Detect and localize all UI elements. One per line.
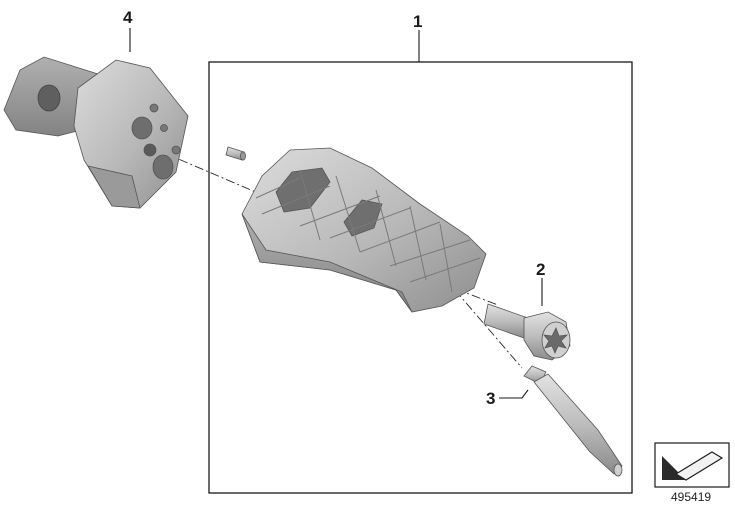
dowel-pin-part [225, 146, 246, 161]
callout-3: 3 [486, 389, 495, 408]
torx-screw-part [483, 303, 571, 361]
leader-lines [129, 28, 543, 399]
footrest-bracket-part [3, 56, 189, 209]
diagram-reference-number: 495419 [671, 490, 711, 504]
direction-of-travel-icon [654, 442, 730, 488]
callout-4: 4 [123, 8, 133, 27]
callout-2: 2 [536, 260, 545, 279]
callout-1: 1 [413, 12, 422, 31]
spring-pin-part [523, 365, 623, 477]
tread-grid [255, 169, 481, 293]
assembly-frame [208, 61, 633, 494]
footrest-peg-part [241, 147, 487, 313]
